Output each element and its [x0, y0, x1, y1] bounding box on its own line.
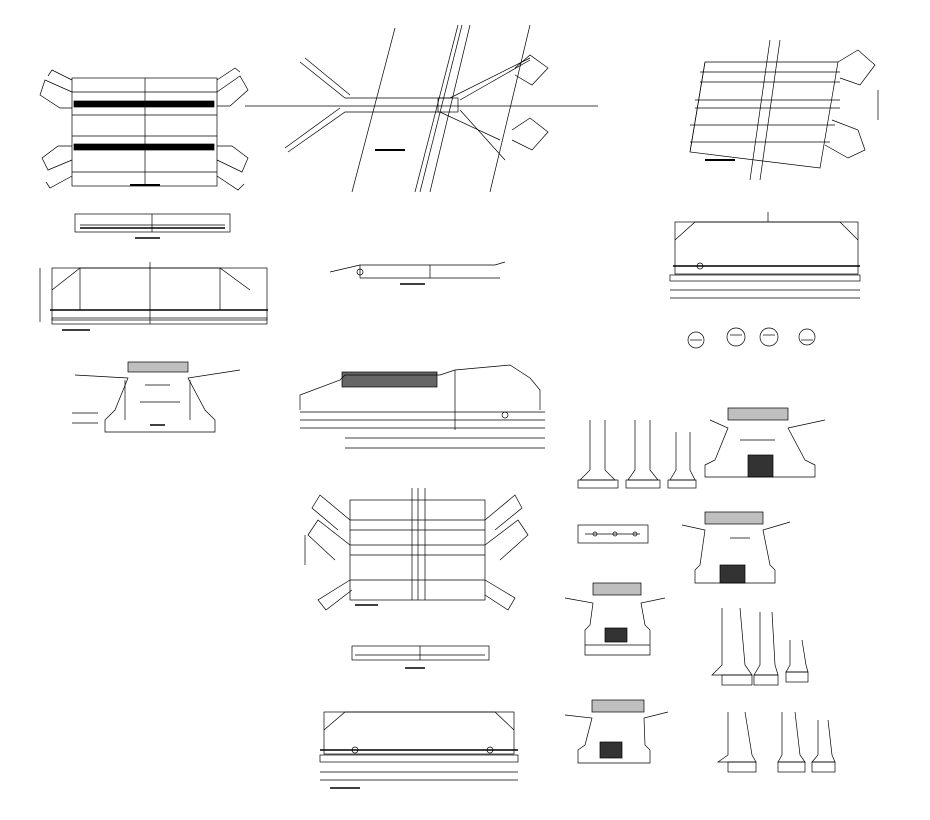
abutment-details-3 — [716, 711, 836, 773]
abutment-details-1 — [577, 420, 697, 489]
long-section-3 — [351, 645, 490, 669]
plan-view-3 — [304, 488, 529, 611]
plan-view-1 — [39, 67, 249, 191]
abutment-details-2 — [711, 607, 809, 686]
cross-section-5 — [564, 699, 669, 764]
small-section — [577, 524, 649, 544]
elevation-2 — [669, 212, 861, 299]
elevation-3 — [319, 711, 519, 789]
long-section-1 — [74, 213, 231, 239]
long-section-2 — [299, 364, 545, 449]
cross-section-2 — [704, 407, 826, 478]
cross-section-1 — [72, 361, 241, 433]
profile-section — [329, 261, 506, 285]
site-plan — [245, 24, 598, 193]
detail-circles — [687, 327, 816, 349]
elevation-1 — [39, 262, 268, 331]
plan-view-2 — [689, 39, 879, 181]
cross-section-4 — [564, 582, 666, 656]
cross-section-3 — [681, 511, 791, 584]
